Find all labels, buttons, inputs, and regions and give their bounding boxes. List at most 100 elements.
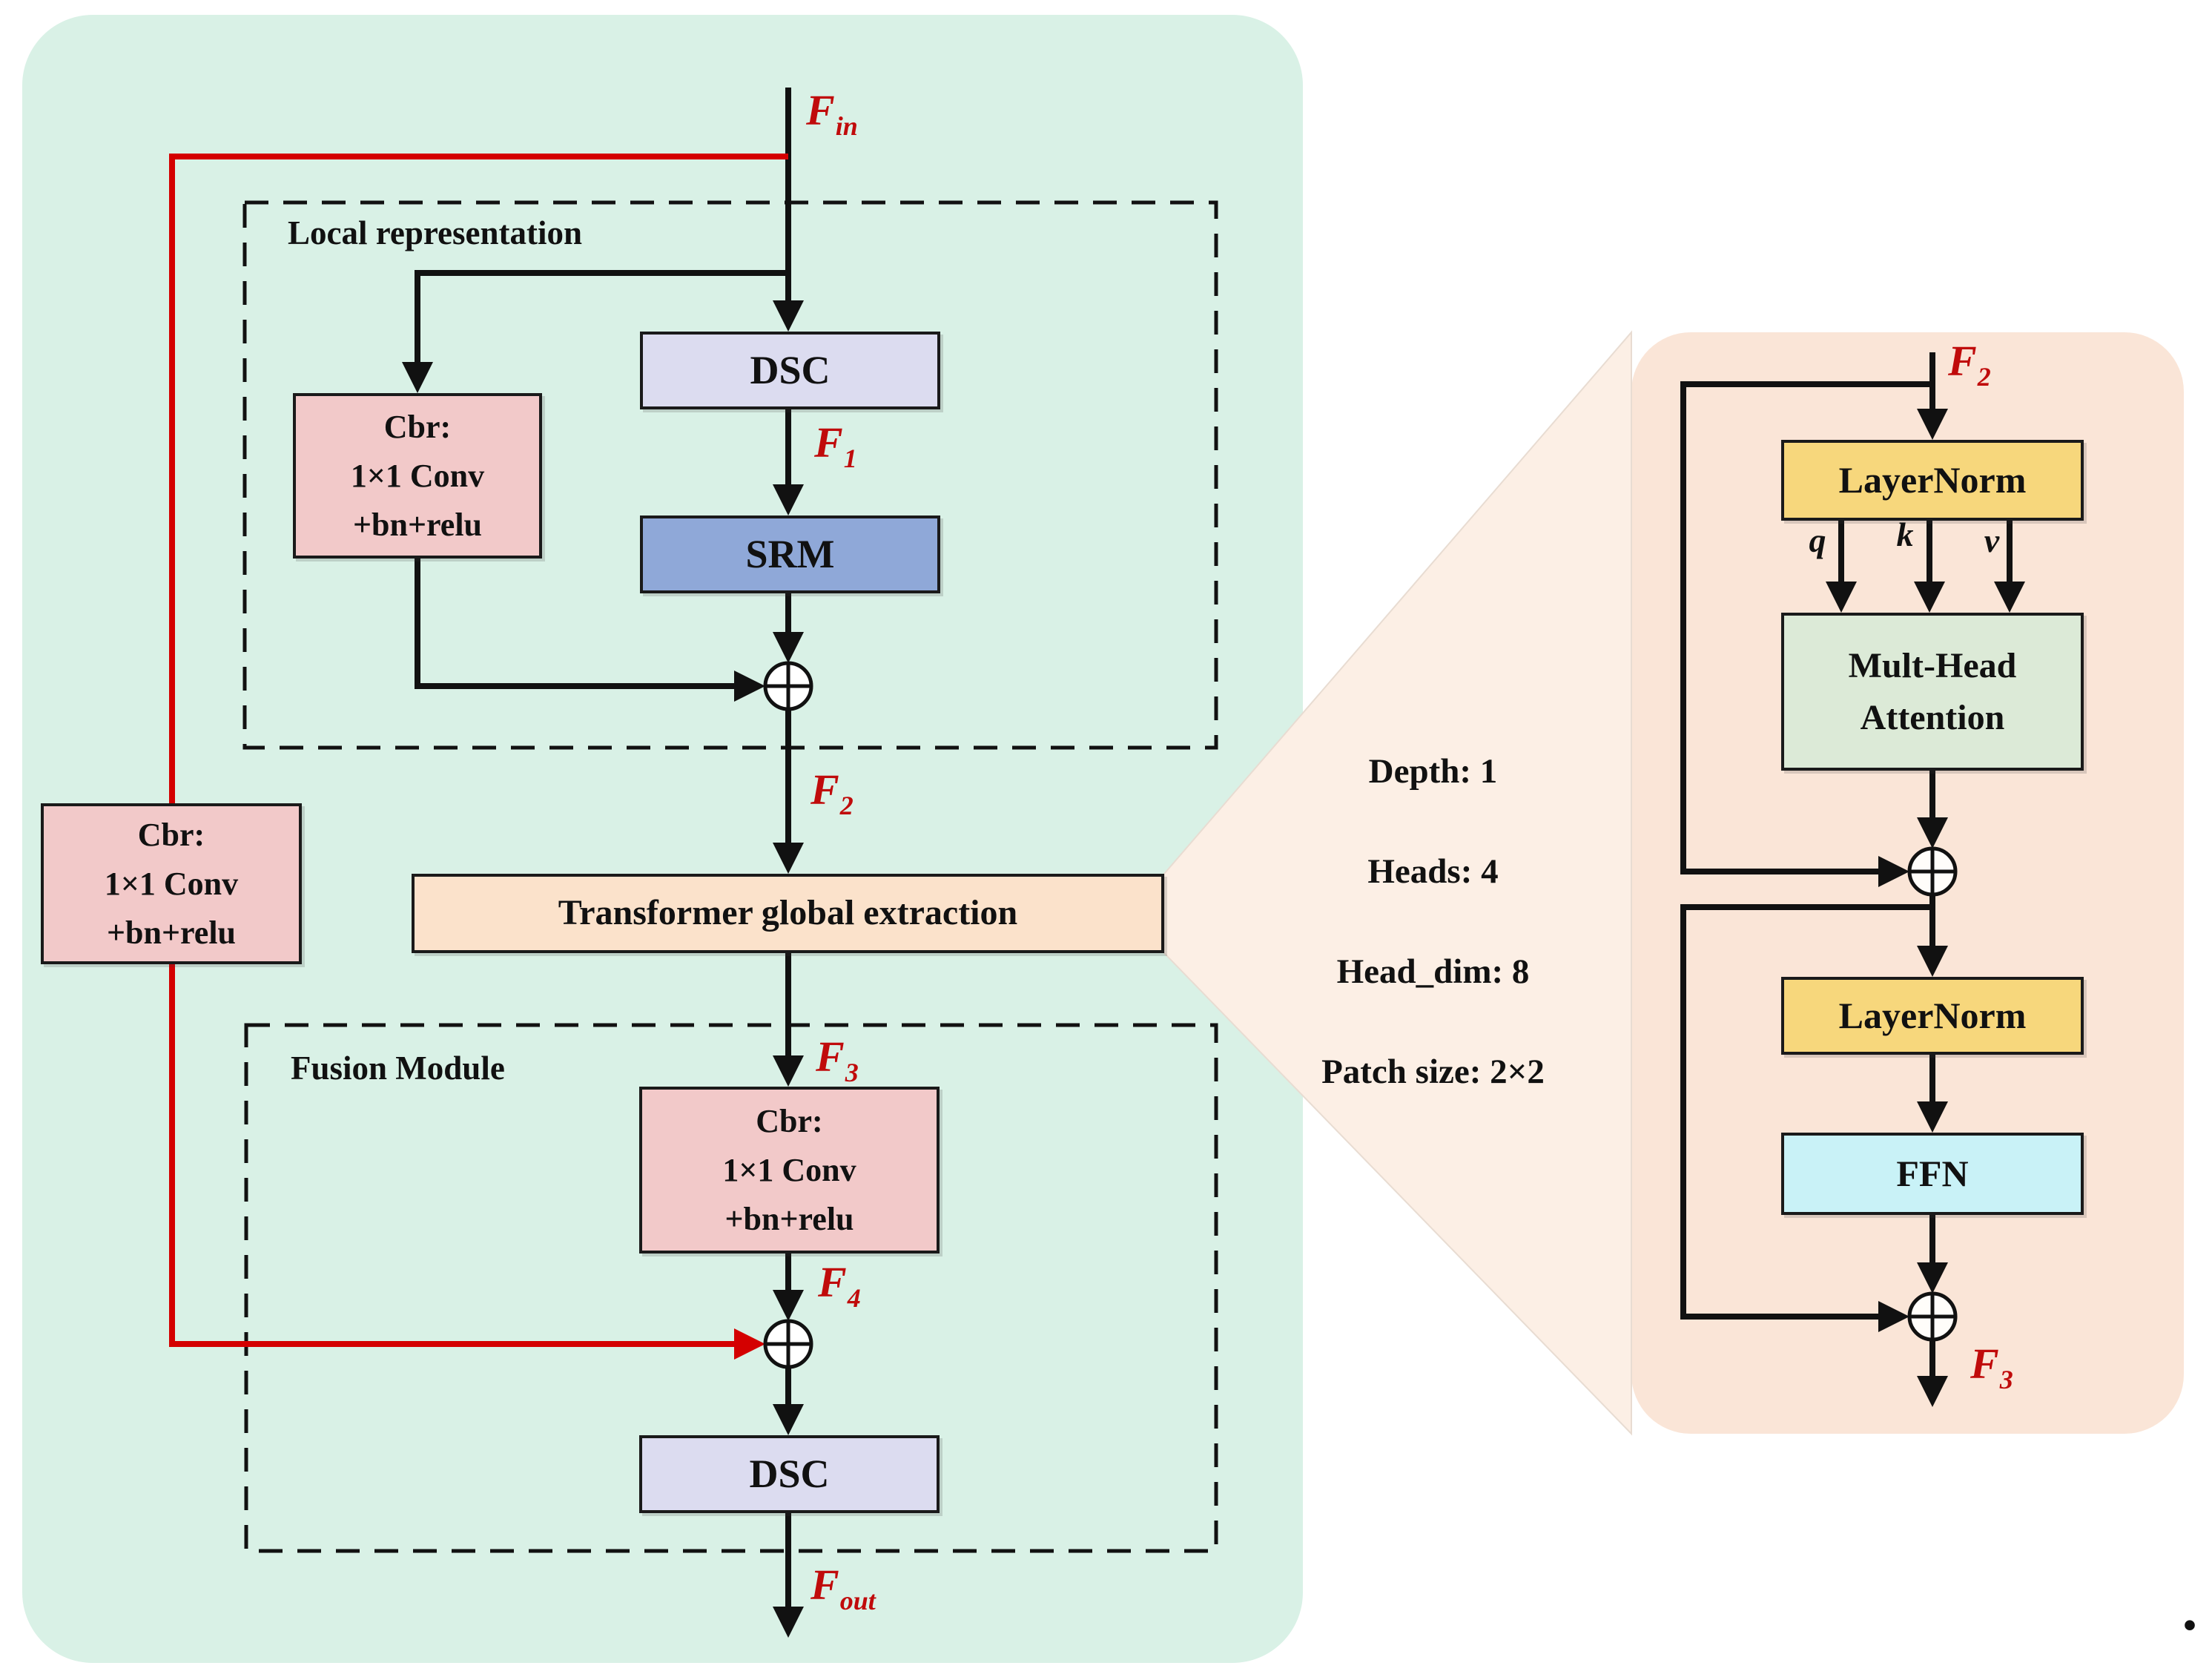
label-f3-right-main: F <box>1970 1340 1999 1388</box>
param-head-dim: Head_dim: 8 <box>1336 952 1530 991</box>
param-patch-size: Patch size: 2×2 <box>1321 1053 1545 1091</box>
cbr-residual-line2: 1×1 Conv <box>104 865 239 902</box>
label-f3-right: F3 <box>1970 1340 2013 1394</box>
label-f3-left-main: F <box>816 1032 845 1081</box>
right-arrowheads <box>1826 409 2025 1407</box>
param-depth: Depth: 1 <box>1368 752 1498 791</box>
srm-box-label: SRM <box>745 531 835 576</box>
add-node-ffn-icon <box>1907 1291 1958 1342</box>
dsc-box-top-label: DSC <box>750 347 831 392</box>
line-branch-to-cbr <box>415 270 788 363</box>
dsc-box-bottom: DSC <box>639 1435 940 1513</box>
arrow-skip1 <box>1878 856 1909 887</box>
label-f-out-sub: out <box>839 1586 876 1615</box>
ffn-box: FFN <box>1781 1133 2084 1215</box>
arrow-into-add1-left <box>734 671 765 702</box>
dsc-box-top: DSC <box>640 332 940 409</box>
label-f1: F1 <box>814 418 857 472</box>
mha-line2: Attention <box>1860 697 2005 737</box>
label-f3-right-sub: 3 <box>1999 1365 2013 1394</box>
add-node-attn-icon <box>1907 846 1958 897</box>
label-f2-left-sub: 2 <box>839 791 854 820</box>
cbr-fusion-line1: Cbr: <box>756 1102 823 1139</box>
arrow-into-cbr <box>402 362 433 393</box>
label-f1-main: F <box>814 418 843 467</box>
layernorm-bottom-label: LayerNorm <box>1838 995 2027 1036</box>
local-representation-dashed-box <box>242 200 1218 750</box>
arrow-into-add2-top <box>773 1290 804 1321</box>
label-f2-left-main: F <box>810 765 839 814</box>
label-f4-sub: 4 <box>847 1283 861 1313</box>
label-f1-sub: 1 <box>843 444 857 473</box>
left-connectors <box>415 88 791 1608</box>
label-k: k <box>1896 515 1914 553</box>
cbr-box-fusion: Cbr: 1×1 Conv +bn+relu <box>639 1087 940 1254</box>
arrow-k <box>1914 582 1945 613</box>
residual-red-arrowhead <box>734 1328 765 1360</box>
param-heads: Heads: 4 <box>1367 852 1499 891</box>
label-q: q <box>1809 521 1826 559</box>
cbr-box-residual: Cbr: 1×1 Conv +bn+relu <box>41 803 302 964</box>
fusion-module-dashed-box <box>244 1023 1218 1553</box>
cbr-local-line1: Cbr: <box>383 408 452 445</box>
transformer-box-label: Transformer global extraction <box>558 893 1018 933</box>
arrow-into-cbr2 <box>773 1055 804 1087</box>
label-f2-right-main: F <box>1948 337 1977 385</box>
label-f4-main: F <box>818 1258 847 1306</box>
line-skip1 <box>1680 381 1932 874</box>
cbr-box-local: Cbr: 1×1 Conv +bn+relu <box>293 393 542 559</box>
arrow-into-addR2 <box>1917 1262 1948 1294</box>
dsc-box-bottom-label: DSC <box>749 1451 830 1496</box>
label-f-out: Fout <box>810 1561 876 1615</box>
label-f3-left-sub: 3 <box>845 1058 859 1087</box>
arrow-v <box>1994 582 2025 613</box>
arrow-into-srm <box>773 484 804 515</box>
cbr-local-line3: +bn+relu <box>352 506 483 543</box>
label-f-out-main: F <box>810 1561 839 1609</box>
label-f-in-sub: in <box>835 111 858 141</box>
arrow-f3-out <box>1917 1376 1948 1407</box>
caption-period: . <box>2182 1575 2198 1644</box>
label-f2-left: F2 <box>810 765 854 820</box>
ffn-box-label: FFN <box>1896 1153 1969 1194</box>
multi-head-attention-box: Mult-Head Attention <box>1781 613 2084 771</box>
layernorm-top-label: LayerNorm <box>1838 459 2027 501</box>
arrow-into-ffn <box>1917 1101 1948 1133</box>
cbr-local-line2: 1×1 Conv <box>350 457 485 494</box>
arrow-q <box>1826 582 1857 613</box>
arrow-into-add1-top <box>773 632 804 663</box>
line-skip2 <box>1680 904 1932 1320</box>
label-v: v <box>1984 521 2000 559</box>
add-node-fusion-icon <box>763 1319 813 1369</box>
cbr-fusion-line3: +bn+relu <box>724 1200 854 1237</box>
transformer-params: Depth: 1 Heads: 4 Head_dim: 8 Patch size… <box>1261 754 1605 1090</box>
arrow-into-ln1 <box>1917 409 1948 440</box>
arrow-fout <box>773 1607 804 1638</box>
local-representation-title: Local representation <box>288 214 583 251</box>
srm-box: SRM <box>640 515 940 593</box>
left-arrowheads <box>402 300 804 1638</box>
layernorm-box-bottom: LayerNorm <box>1781 977 2084 1055</box>
label-f4: F4 <box>818 1258 861 1312</box>
arrow-skip2 <box>1878 1301 1909 1332</box>
label-f-in: Fin <box>806 86 858 140</box>
right-connectors <box>1680 352 2013 1377</box>
label-f-in-main: F <box>806 86 835 134</box>
arrow-into-addR1 <box>1917 817 1948 849</box>
cbr-fusion-line2: 1×1 Conv <box>722 1151 856 1188</box>
fusion-module-title: Fusion Module <box>291 1050 505 1087</box>
label-f3-left: F3 <box>816 1032 859 1087</box>
label-f2-right: F2 <box>1948 337 1991 391</box>
arrow-into-ln2 <box>1917 946 1948 977</box>
arrow-into-transformer <box>773 843 804 874</box>
cbr-residual-line1: Cbr: <box>137 816 205 853</box>
residual-red-line <box>169 154 788 1347</box>
cbr-residual-line3: +bn+relu <box>106 914 237 951</box>
mha-line1: Mult-Head <box>1848 645 2017 685</box>
transformer-global-extraction-box: Transformer global extraction <box>412 874 1164 953</box>
arrow-into-dsc <box>773 300 804 332</box>
add-node-local-icon <box>763 661 813 711</box>
zoom-beam-shape <box>1163 330 1632 1436</box>
